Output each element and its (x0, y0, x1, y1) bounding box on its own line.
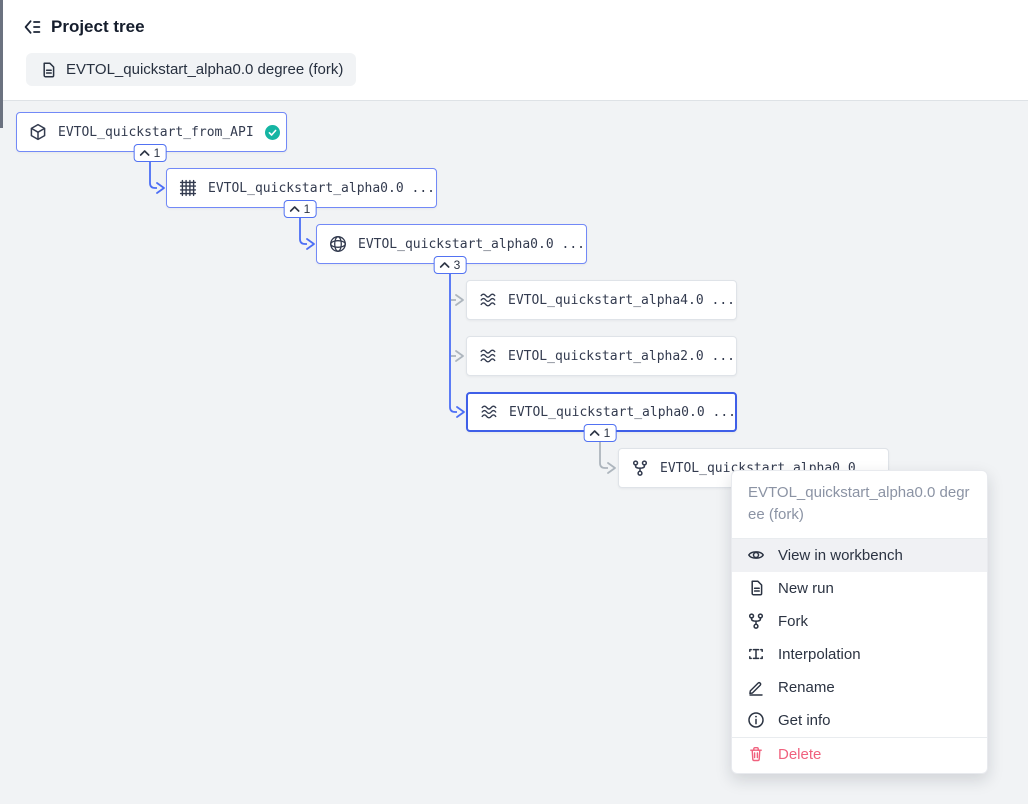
badge-count: 1 (603, 426, 611, 440)
grid-icon (179, 179, 197, 197)
badge-count: 1 (303, 202, 311, 216)
fork-icon (631, 459, 649, 477)
menu-divider (732, 736, 987, 738)
header-bar: Project tree EVTOL_quickstart_alpha0.0 d… (0, 0, 1028, 101)
node-label: EVTOL_quickstart_alpha0.0 ... (208, 180, 435, 196)
node-label: EVTOL_quickstart_alpha2.0 ... (508, 348, 735, 364)
menu-item-label: Get info (778, 711, 831, 729)
eye-icon (747, 546, 765, 564)
page-title: Project tree (51, 17, 145, 36)
interpolation-icon (747, 645, 765, 663)
tree-node-alpha2[interactable]: EVTOL_quickstart_alpha2.0 ... (466, 336, 737, 376)
menu-item-label: Fork (778, 612, 808, 630)
context-menu: EVTOL_quickstart_alpha0.0 degree (fork) … (731, 470, 988, 774)
menu-item-get-info[interactable]: Get info (732, 704, 987, 737)
chevron-up-icon (139, 150, 150, 156)
menu-item-delete[interactable]: Delete (732, 738, 987, 771)
breadcrumb-chip[interactable]: EVTOL_quickstart_alpha0.0 degree (fork) (26, 53, 357, 86)
menu-divider (732, 537, 987, 539)
menu-item-view-in-workbench[interactable]: View in workbench (732, 538, 987, 572)
node-label: EVTOL_quickstart_alpha0.0 ... (509, 404, 736, 420)
tree-connectors (149, 162, 616, 474)
node-label: EVTOL_quickstart_alpha4.0 ... (508, 292, 735, 308)
fork-icon (747, 612, 765, 630)
node-label: EVTOL_quickstart_alpha0.0 ... (358, 236, 585, 252)
menu-item-fork[interactable]: Fork (732, 605, 987, 638)
badge-count: 1 (153, 146, 161, 160)
file-icon (747, 579, 765, 597)
collapse-badge[interactable]: 1 (583, 424, 617, 442)
success-check-icon (264, 124, 280, 140)
menu-item-label: Interpolation (778, 645, 861, 663)
breadcrumb-label: EVTOL_quickstart_alpha0.0 degree (fork) (66, 61, 344, 78)
trash-icon (747, 745, 765, 763)
node-label: EVTOL_quickstart_from_API (58, 124, 254, 140)
cube-icon (29, 123, 47, 141)
menu-item-label: New run (778, 579, 834, 597)
chevron-up-icon (439, 262, 450, 268)
collapse-badge[interactable]: 3 (433, 256, 467, 274)
chevron-up-icon (289, 206, 300, 212)
menu-item-interpolation[interactable]: Interpolation (732, 638, 987, 671)
page-title-row: Project tree (22, 17, 145, 37)
vertical-scrollbar[interactable] (0, 0, 3, 128)
pencil-icon (747, 678, 765, 696)
waves-icon (479, 291, 497, 309)
chevron-up-icon (589, 430, 600, 436)
context-menu-title: EVTOL_quickstart_alpha0.0 degree (fork) (748, 484, 970, 523)
tree-node-alpha4[interactable]: EVTOL_quickstart_alpha4.0 ... (466, 280, 737, 320)
menu-item-new-run[interactable]: New run (732, 572, 987, 605)
project-tree-icon (22, 17, 42, 37)
tree-canvas: EVTOL_quickstart_from_API 1 EVTOL_quicks… (0, 101, 1028, 804)
mesh-sphere-icon (329, 235, 347, 253)
info-icon (747, 711, 765, 729)
waves-icon (479, 347, 497, 365)
badge-count: 3 (453, 258, 461, 272)
waves-icon (480, 403, 498, 421)
menu-item-label: View in workbench (778, 546, 903, 564)
menu-item-rename[interactable]: Rename (732, 671, 987, 704)
collapse-badge[interactable]: 1 (133, 144, 167, 162)
menu-item-label: Rename (778, 678, 835, 696)
collapse-badge[interactable]: 1 (283, 200, 317, 218)
menu-item-label: Delete (778, 745, 822, 763)
document-icon (39, 61, 57, 79)
